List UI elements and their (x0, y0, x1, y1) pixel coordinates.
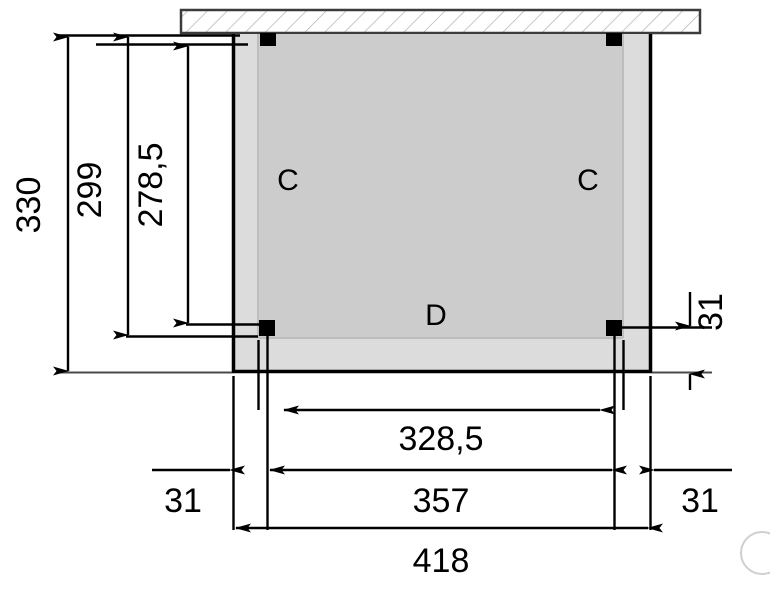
post-top-left (260, 33, 276, 46)
beam-label: D (425, 299, 447, 332)
dimension-right-overhang-text: 31 (681, 482, 719, 520)
dimension-299: 299 (71, 32, 130, 340)
dimension-278-5: 278,5 (132, 41, 190, 328)
dimension-chain-row: 31 357 31 (152, 465, 732, 520)
post-top-right (606, 33, 622, 46)
wall-hatched (179, 8, 702, 35)
dimension-right-31: 31 (614, 292, 730, 390)
dimension-328-5: 328,5 (283, 405, 615, 458)
dimension-328-5-text: 328,5 (398, 420, 483, 458)
dimension-418-text: 418 (413, 542, 470, 580)
dimension-418: 418 (235, 523, 663, 580)
page-corner-decoration (740, 531, 770, 575)
dimension-357-text: 357 (413, 482, 470, 520)
post-label-left: C (277, 164, 299, 197)
dimension-330: 330 (10, 32, 70, 376)
dimension-278-5-text: 278,5 (132, 142, 170, 227)
dimension-right-31-text: 31 (692, 293, 730, 331)
carport-outline (231, 34, 653, 374)
dimension-330-text: 330 (10, 177, 48, 234)
dimension-left-31-text: 31 (164, 482, 202, 520)
post-label-right: C (577, 164, 599, 197)
post-bottom-left (259, 320, 275, 336)
dimension-299-text: 299 (71, 162, 109, 219)
horizontal-extension-lines (232, 330, 652, 530)
